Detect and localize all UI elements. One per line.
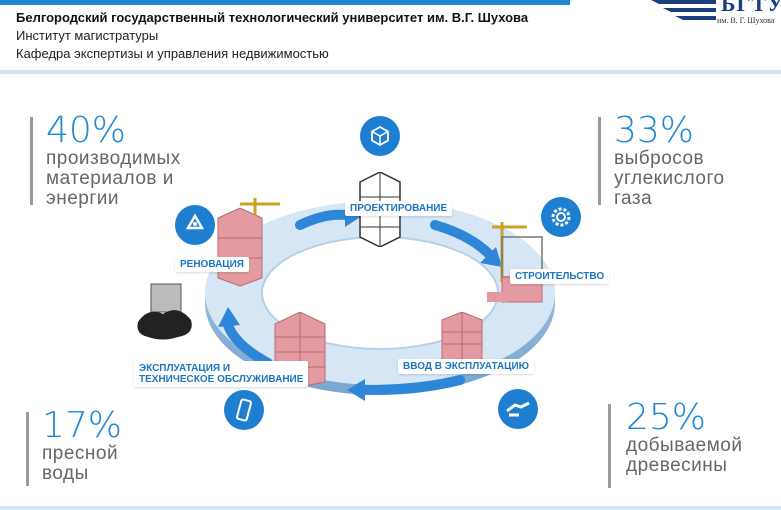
footer-divider (0, 506, 781, 510)
stat-percent: 33% (614, 110, 695, 151)
top-accent-bar (0, 0, 570, 5)
stat-percent: 17% (42, 405, 123, 446)
stage-label-commissioning: ВВОД В ЭКСПЛУАТАЦИЮ (398, 359, 534, 374)
stat-description: выбросов углекислого газа (614, 148, 725, 209)
logo-text: БГТУ (721, 0, 781, 16)
header-divider (0, 70, 781, 74)
stat-description: производимых материалов и энергии (46, 148, 181, 209)
header: Белгородский государственный технологиче… (16, 10, 528, 61)
recycle-icon (175, 205, 215, 245)
handshake-icon (498, 389, 538, 429)
stage-label-renovation: РЕНОВАЦИЯ (175, 257, 249, 272)
logo-subtitle: им. В. Г. Шухова (717, 16, 775, 25)
stat-description: пресной воды (42, 443, 119, 484)
stat-percent: 25% (626, 397, 707, 438)
logo-stripes-icon (651, 0, 716, 20)
institute-name: Институт магистратуры (16, 28, 159, 43)
gear-icon (541, 197, 581, 237)
university-logo: БГТУ им. В. Г. Шухова (641, 0, 781, 34)
stage-label-operation: ЭКСПЛУАТАЦИЯ И ТЕХНИЧЕСКОЕ ОБСЛУЖИВАНИЕ (134, 361, 309, 387)
stage-label-design: ПРОЕКТИРОВАНИЕ (345, 201, 453, 216)
phone-icon (224, 390, 264, 430)
stat-wood: 25% добываемой древесины (608, 397, 743, 488)
arrow-icon (295, 209, 350, 230)
renovation-building-icon (217, 198, 280, 287)
stat-water: 17% пресной воды (26, 405, 123, 486)
demolition-icon (137, 283, 192, 340)
university-name: Белгородский государственный технологиче… (16, 10, 529, 25)
stat-materials: 40% производимых материалов и энергии (30, 113, 181, 209)
department-name: Кафедра экспертизы и управления недвижим… (16, 46, 329, 61)
stage-label-construction: СТРОИТЕЛЬСТВО (510, 269, 610, 284)
cube-icon (360, 116, 400, 156)
construction-building-icon (487, 222, 543, 303)
stat-emissions: 33% выбросов углекислого газа (598, 113, 725, 209)
stat-percent: 40% (46, 110, 127, 151)
stat-description: добываемой древесины (626, 435, 743, 476)
